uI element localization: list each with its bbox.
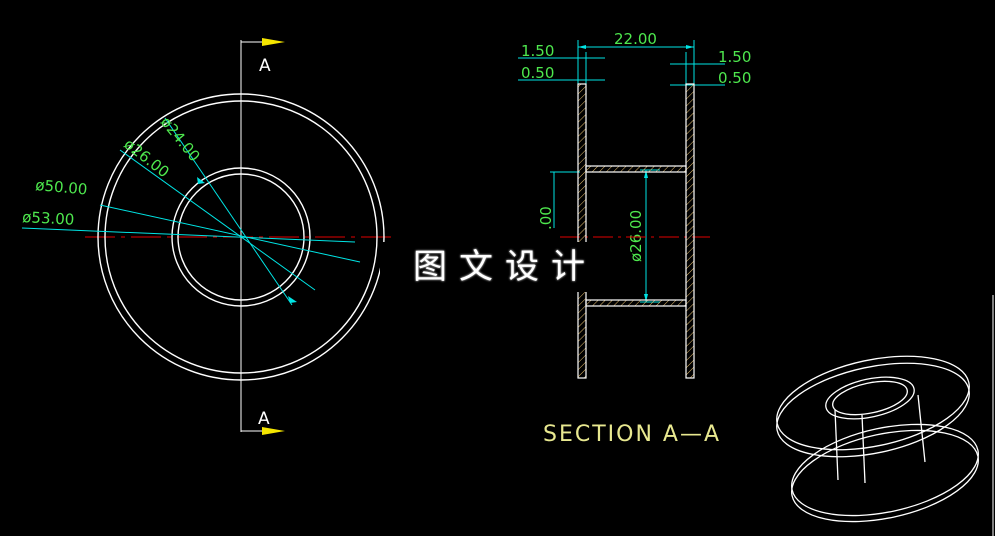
dim-dia-24: ø24.00 <box>157 113 204 165</box>
dim-dia-50: ø50.00 <box>35 176 88 198</box>
isometric-view <box>776 355 979 523</box>
hub-outer-circle <box>171 167 311 307</box>
dim-center-vertical: ø26.00 <box>627 210 645 262</box>
diameter-leaders <box>21 117 361 306</box>
left-flange <box>577 83 587 379</box>
section-label-top: A <box>259 56 271 76</box>
section-caption: SECTION A—A <box>543 422 721 447</box>
dim-arrow-v-bottom <box>644 294 648 302</box>
front-view: A A ø24.00 ø26.00 ø50.00 ø53.00 <box>22 38 395 435</box>
section-arrow-top <box>262 38 285 46</box>
dim-arrow-top-left <box>578 45 586 49</box>
dim-left-vertical: .00 <box>537 206 555 230</box>
dim-right-wall: 0.50 <box>718 69 751 87</box>
outer-flange-circle <box>97 93 385 381</box>
section-view: 22.00 1.50 0.50 1.50 0.50 .00 ø26.00 SEC… <box>518 30 751 447</box>
hub-wall-top <box>585 165 687 173</box>
outer-flange-inner-circle <box>104 100 378 374</box>
section-label-bottom: A <box>258 409 270 429</box>
dim-left-flange: 1.50 <box>521 42 554 60</box>
dim-overall-width: 22.00 <box>614 30 657 48</box>
dim-arrow-top-right <box>686 45 694 49</box>
dim-dia-53: ø53.00 <box>22 208 75 229</box>
right-flange <box>685 83 695 379</box>
leader-arrow-2 <box>197 177 205 184</box>
dim-arrow-v-top <box>644 170 648 178</box>
dim-left-wall: 0.50 <box>521 64 554 82</box>
hub-inner-circle <box>177 173 305 301</box>
dim-dia-26: ø26.00 <box>121 135 173 181</box>
leader-arrow-1 <box>288 296 297 303</box>
dim-right-flange: 1.50 <box>718 48 751 66</box>
watermark: 图文设计 <box>380 242 630 292</box>
hub-wall-bottom <box>585 299 687 307</box>
section-dimension-lines <box>518 40 725 303</box>
section-arrow-bottom <box>262 427 285 435</box>
